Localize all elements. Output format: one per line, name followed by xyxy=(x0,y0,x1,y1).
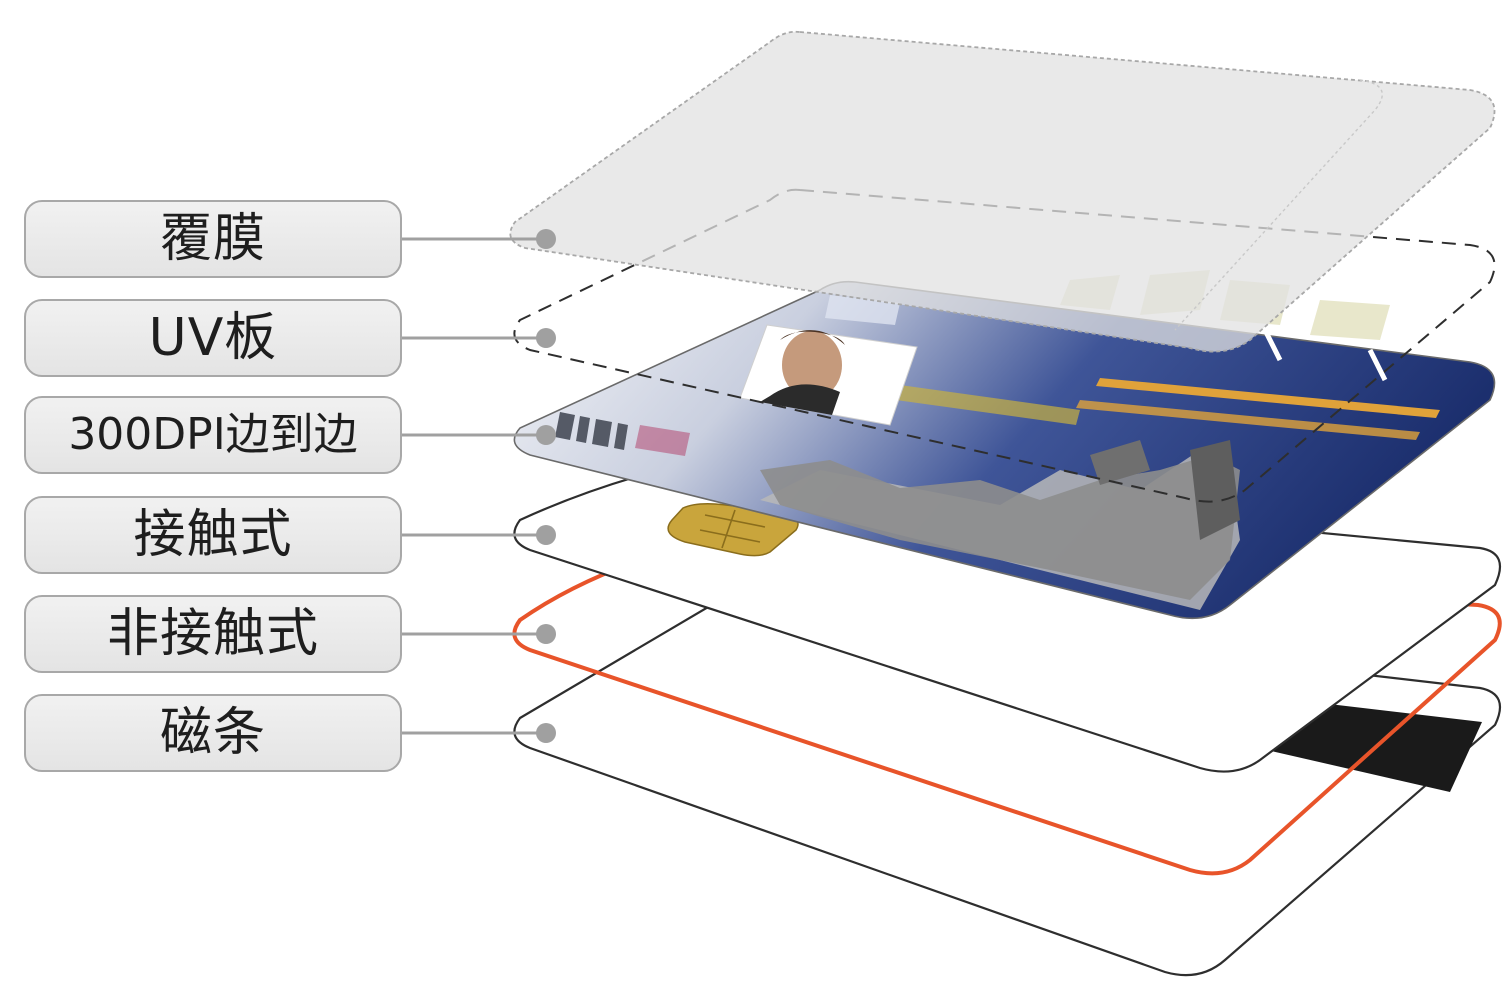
label-laminate: 覆膜 xyxy=(24,200,402,278)
photo-id-portrait xyxy=(739,324,918,426)
machinery-graphic xyxy=(760,455,1240,600)
laminate-sheet xyxy=(509,30,1496,353)
laminate-layer xyxy=(509,30,1496,353)
connector-dots xyxy=(536,229,556,743)
label-uv-overlay: UV板 xyxy=(24,299,402,377)
connector-dot xyxy=(536,525,556,545)
smart-chip-icon xyxy=(667,503,799,557)
connector-dot xyxy=(536,229,556,249)
label-contactless: 非接触式 xyxy=(24,595,402,673)
connector-dot xyxy=(536,328,556,348)
logo-graphic xyxy=(825,295,900,325)
label-magstripe: 磁条 xyxy=(24,694,402,772)
antenna-coil xyxy=(512,557,1502,876)
printed-card-layer xyxy=(513,280,1496,620)
text-band-1 xyxy=(1096,378,1440,418)
barcode-graphic xyxy=(555,412,628,450)
connector-dot xyxy=(536,425,556,445)
connector-dot xyxy=(536,723,556,743)
contactless-card-layer xyxy=(512,557,1502,876)
connectors xyxy=(402,237,546,735)
connector-dot xyxy=(536,624,556,644)
text-band-2 xyxy=(1076,400,1420,440)
label-contact-chip: 接触式 xyxy=(24,496,402,574)
label-300dpi-print: 300DPI边到边 xyxy=(24,396,402,474)
magstripe-band xyxy=(1258,700,1482,792)
